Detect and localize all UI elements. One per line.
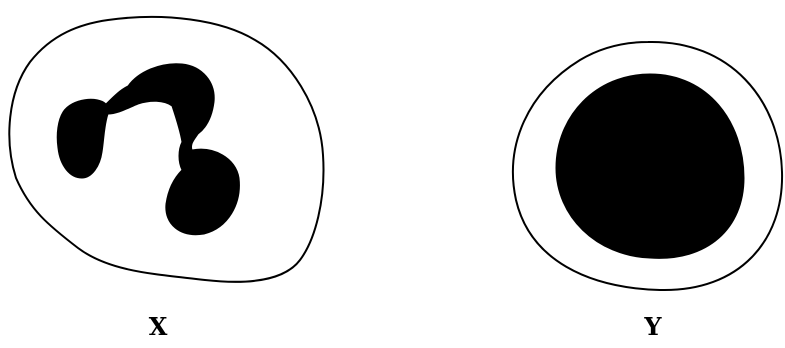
cell-y-nucleus	[556, 74, 744, 258]
cell-x-membrane	[9, 17, 323, 282]
cell-x-label: X	[149, 312, 168, 341]
cell-x	[9, 17, 323, 282]
cell-x-nucleus	[57, 64, 239, 235]
cell-y	[513, 42, 782, 290]
cell-y-label: Y	[643, 312, 662, 341]
